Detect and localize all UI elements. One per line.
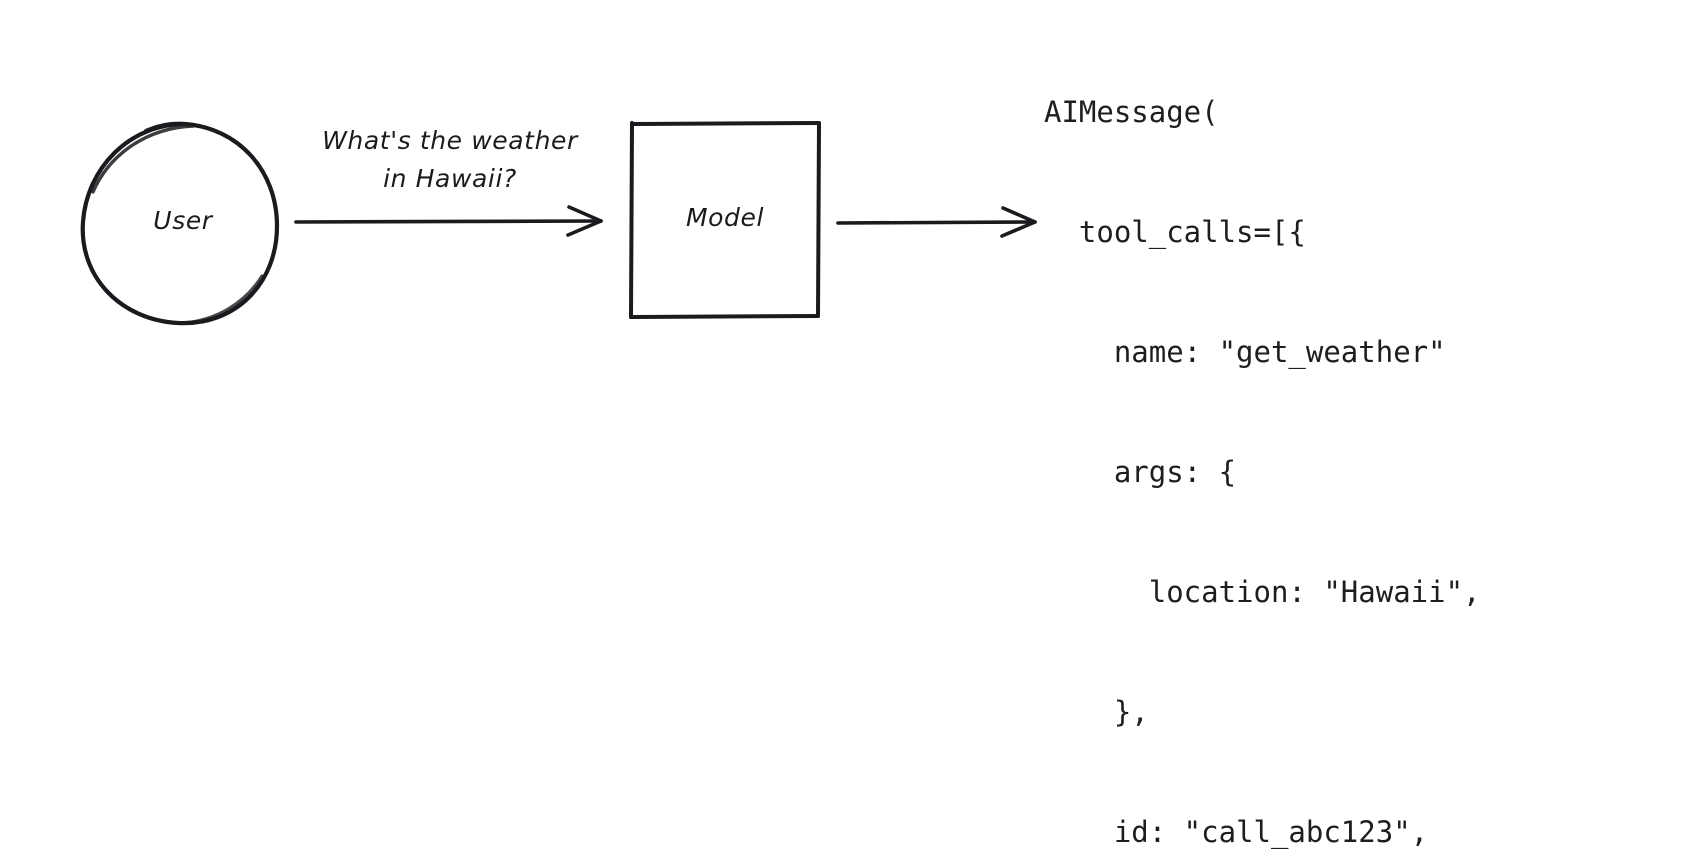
arrow-model-to-output [836, 206, 1037, 238]
code-line: id: "call_abc123", [1044, 815, 1429, 849]
user-node-label: User [153, 206, 213, 235]
edge-label-line-2: in Hawaii? [383, 164, 517, 193]
code-line: tool_calls=[{ [1044, 215, 1306, 249]
ai-message-output-code: AIMessage( tool_calls=[{ name: "get_weat… [1044, 12, 1481, 864]
edge-label-user-query: What's the weather in Hawaii? [290, 122, 610, 198]
code-line: AIMessage( [1044, 95, 1219, 129]
code-line: args: { [1044, 455, 1237, 489]
model-node-label: Model [685, 203, 765, 232]
edge-label-line-1: What's the weather [322, 126, 578, 155]
code-line: name: "get_weather" [1044, 335, 1446, 369]
code-line: location: "Hawaii", [1044, 575, 1481, 609]
code-line: }, [1044, 695, 1149, 729]
